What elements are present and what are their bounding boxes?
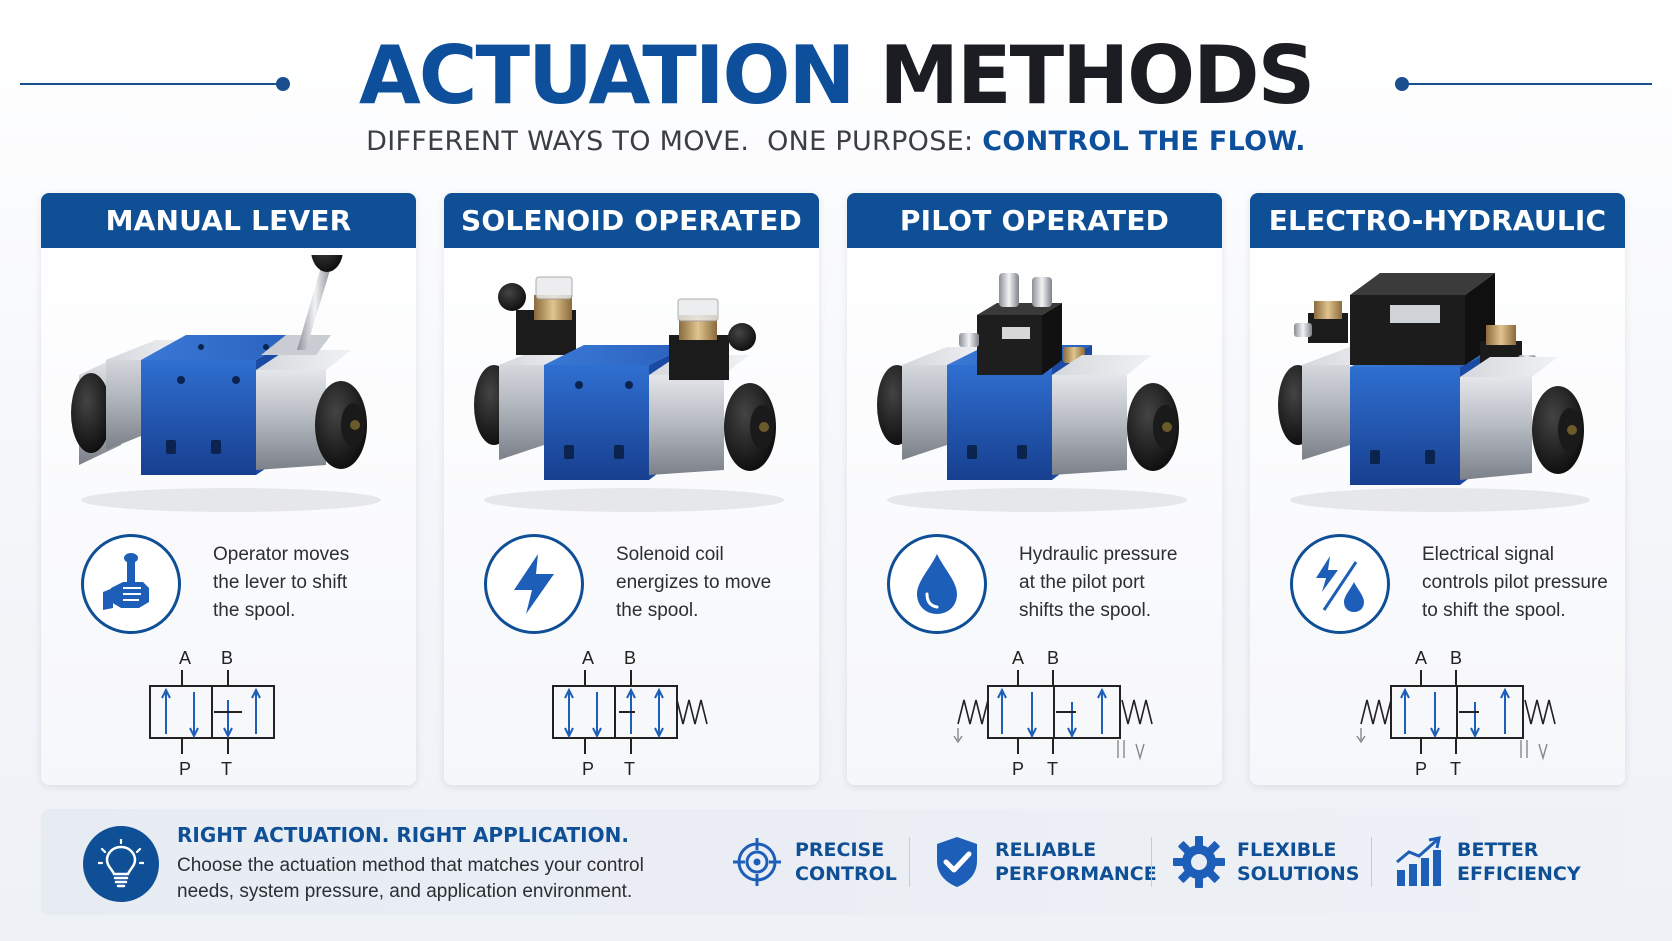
feature-line: CONTROL bbox=[795, 863, 897, 885]
card-manual-lever: MANUAL LEVER bbox=[41, 193, 416, 785]
desc-line: the lever to shift bbox=[213, 572, 348, 593]
desc-line: energizes to move bbox=[616, 572, 772, 593]
lightbulb-icon bbox=[83, 826, 159, 902]
bar-chart-arrow-icon bbox=[1391, 834, 1447, 890]
solenoid-valve-schematic: A B P T bbox=[552, 648, 708, 775]
decorative-dot-left bbox=[276, 77, 290, 91]
pilot-valve-schematic: A B P T bbox=[953, 648, 1153, 775]
feature-label: BETTER EFFICIENCY bbox=[1457, 838, 1607, 886]
electro-hydraulic-valve-schematic: A B P T bbox=[1356, 648, 1556, 775]
card-solenoid-operated: SOLENOID OPERATED Soleno bbox=[444, 193, 819, 785]
page-title: ACTUATION METHODS bbox=[0, 26, 1672, 126]
port-label-a: A bbox=[582, 648, 594, 668]
feature-line: SOLUTIONS bbox=[1237, 863, 1360, 885]
desc-line: controls pilot pressure bbox=[1422, 572, 1608, 593]
port-label-a: A bbox=[1012, 648, 1024, 668]
manual-valve-schematic: A B P T bbox=[149, 648, 275, 775]
port-label-t: T bbox=[1450, 759, 1461, 775]
crosshair-target-icon bbox=[729, 834, 785, 890]
feature-line: FLEXIBLE bbox=[1237, 839, 1337, 861]
footer-text: Choose the actuation method that matches… bbox=[177, 855, 644, 902]
feature-better-efficiency: BETTER EFFICIENCY bbox=[1391, 834, 1607, 890]
feature-label: RELIABLE PERFORMANCE bbox=[995, 838, 1157, 886]
card-description: Electrical signal controls pilot pressur… bbox=[1422, 541, 1617, 625]
port-label-b: B bbox=[624, 648, 636, 668]
desc-line: to shift the spool. bbox=[1422, 600, 1566, 621]
decorative-dot-right bbox=[1395, 77, 1409, 91]
desc-line: the spool. bbox=[213, 600, 296, 621]
feature-precise-control: PRECISE CONTROL bbox=[729, 834, 945, 890]
desc-line: the spool. bbox=[616, 600, 699, 621]
port-label-b: B bbox=[1047, 648, 1059, 668]
electro-hydraulic-valve-image bbox=[1278, 273, 1590, 512]
card-description: Solenoid coil energizes to move the spoo… bbox=[616, 541, 811, 625]
title-word-1: ACTUATION bbox=[358, 29, 856, 122]
page-subtitle: DIFFERENT WAYS TO MOVE. ONE PURPOSE: CON… bbox=[0, 124, 1672, 160]
port-label-p: P bbox=[1012, 759, 1024, 775]
manual-lever-valve-image bbox=[71, 255, 381, 512]
port-label-t: T bbox=[624, 759, 635, 775]
pilot-valve-image bbox=[877, 273, 1187, 512]
footer-banner: RIGHT ACTUATION. RIGHT APPLICATION. Choo… bbox=[41, 809, 1627, 915]
feature-line: PERFORMANCE bbox=[995, 863, 1157, 885]
subtitle-highlight: CONTROL THE FLOW. bbox=[982, 126, 1306, 157]
port-label-t: T bbox=[221, 759, 232, 775]
card-electro-hydraulic: ELECTRO-HYDRAULIC bbox=[1250, 193, 1625, 785]
bolt-and-drop-icon bbox=[1290, 534, 1390, 634]
desc-line: Electrical signal bbox=[1422, 544, 1554, 565]
port-label-a: A bbox=[179, 648, 191, 668]
feature-line: PRECISE bbox=[795, 839, 885, 861]
decorative-rule-right bbox=[1400, 83, 1652, 85]
header: ACTUATION METHODS DIFFERENT WAYS TO MOVE… bbox=[0, 0, 1672, 175]
card-pilot-operated: PILOT OPERATED Hydraulic pressur bbox=[847, 193, 1222, 785]
feature-label: PRECISE CONTROL bbox=[795, 838, 945, 886]
feature-line: EFFICIENCY bbox=[1457, 863, 1581, 885]
feature-label: FLEXIBLE SOLUTIONS bbox=[1237, 838, 1387, 886]
port-label-a: A bbox=[1415, 648, 1427, 668]
solenoid-valve-image bbox=[474, 276, 784, 512]
hand-lever-icon bbox=[81, 534, 181, 634]
card-description: Hydraulic pressure at the pilot port shi… bbox=[1019, 541, 1214, 625]
title-word-2: METHODS bbox=[879, 29, 1315, 122]
water-drop-icon bbox=[887, 534, 987, 634]
desc-line: Hydraulic pressure bbox=[1019, 544, 1178, 565]
port-label-b: B bbox=[1450, 648, 1462, 668]
divider bbox=[1151, 837, 1152, 887]
lightning-bolt-icon bbox=[484, 534, 584, 634]
card-description: Operator moves the lever to shift the sp… bbox=[213, 541, 408, 625]
card-title: SOLENOID OPERATED bbox=[444, 193, 819, 248]
decorative-rule-left bbox=[20, 83, 285, 85]
subtitle-text: DIFFERENT WAYS TO MOVE. ONE PURPOSE: bbox=[366, 126, 983, 157]
desc-line: Operator moves bbox=[213, 544, 350, 565]
port-label-t: T bbox=[1047, 759, 1058, 775]
feature-reliable-performance: RELIABLE PERFORMANCE bbox=[929, 834, 1157, 890]
shield-check-icon bbox=[929, 834, 985, 890]
divider bbox=[1371, 837, 1372, 887]
port-label-p: P bbox=[179, 759, 191, 775]
feature-line: RELIABLE bbox=[995, 839, 1097, 861]
desc-line: at the pilot port bbox=[1019, 572, 1145, 593]
card-title: ELECTRO-HYDRAULIC bbox=[1250, 193, 1625, 248]
card-title: MANUAL LEVER bbox=[41, 193, 416, 248]
feature-line: BETTER bbox=[1457, 839, 1539, 861]
divider bbox=[909, 837, 910, 887]
port-label-p: P bbox=[582, 759, 594, 775]
port-label-p: P bbox=[1415, 759, 1427, 775]
desc-line: Solenoid coil bbox=[616, 544, 724, 565]
card-title: PILOT OPERATED bbox=[847, 193, 1222, 248]
port-label-b: B bbox=[221, 648, 233, 668]
feature-flexible-solutions: FLEXIBLE SOLUTIONS bbox=[1171, 834, 1387, 890]
gear-icon bbox=[1171, 834, 1227, 890]
footer-title: RIGHT ACTUATION. RIGHT APPLICATION. bbox=[177, 823, 629, 847]
desc-line: shifts the spool. bbox=[1019, 600, 1152, 621]
